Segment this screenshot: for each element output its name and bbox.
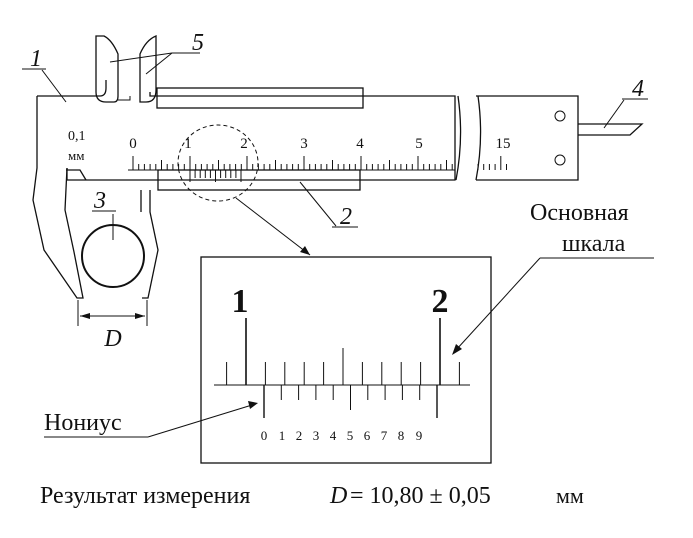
- vernier-number-6: 6: [364, 428, 371, 443]
- magnify-pointer: [235, 197, 311, 256]
- vernier-resolution-value: 0,1: [68, 129, 86, 144]
- inset-label-2: 2: [432, 283, 449, 320]
- vernier-number-0: 0: [261, 428, 268, 443]
- beam-tail: [455, 95, 644, 181]
- vernier-number-4: 4: [330, 428, 337, 443]
- result-line: Результат измерения D = 10,80 ± 0,05 мм: [40, 483, 584, 509]
- main-scale-ticks: [132, 156, 453, 170]
- callout-1: 1: [30, 46, 42, 72]
- caliper-main-body: [32, 35, 456, 299]
- callout-3: 3: [93, 188, 106, 214]
- vernier-number-5: 5: [347, 428, 354, 443]
- inset-main-ticks: [226, 318, 460, 385]
- vernier-resolution-unit: мм: [68, 148, 84, 163]
- main-scale-number-1: 1: [184, 136, 192, 152]
- vernier-label: Нониус: [44, 410, 122, 436]
- vernier-number-2: 2: [296, 428, 303, 443]
- callout-4: 4: [632, 76, 644, 102]
- dimension-d: [77, 300, 148, 326]
- result-formula: = 10,80 ± 0,05: [350, 483, 491, 509]
- magnify-circle: [177, 124, 259, 202]
- result-unit: мм: [556, 483, 584, 508]
- top-slider-rail: [156, 87, 364, 109]
- callout-5: 5: [192, 30, 204, 56]
- vernier-number-3: 3: [313, 428, 320, 443]
- inset-vernier-ticks: [263, 385, 438, 418]
- main-scale-number-5: 5: [415, 136, 423, 152]
- vernier-number-7: 7: [381, 428, 388, 443]
- inset-label-1: 1: [232, 283, 249, 320]
- callout-2: 2: [340, 204, 352, 230]
- inset-frame: [200, 256, 492, 464]
- main-scale-number-3: 3: [300, 136, 308, 152]
- inset-vernier-numbers: 0 1 2 3 4 5 6 7 8 9: [261, 428, 423, 443]
- result-prefix: Результат измерения: [40, 483, 250, 509]
- main-scale-tail-ticks: [477, 156, 507, 170]
- dimension-label: D: [103, 326, 121, 352]
- main-scale-number-2: 2: [240, 136, 248, 152]
- vernier-number-1: 1: [279, 428, 286, 443]
- main-scale-number-0: 0: [129, 136, 137, 152]
- main-scale-label-line2: шкала: [562, 231, 626, 257]
- main-scale-number-15: 15: [496, 136, 511, 152]
- vernier-number-9: 9: [416, 428, 423, 443]
- vernier-small-ticks: [189, 170, 242, 182]
- vernier-number-8: 8: [398, 428, 405, 443]
- result-symbol: D: [329, 483, 347, 509]
- main-scale-number-4: 4: [356, 136, 364, 152]
- main-scale-label-line1: Основная: [530, 200, 629, 226]
